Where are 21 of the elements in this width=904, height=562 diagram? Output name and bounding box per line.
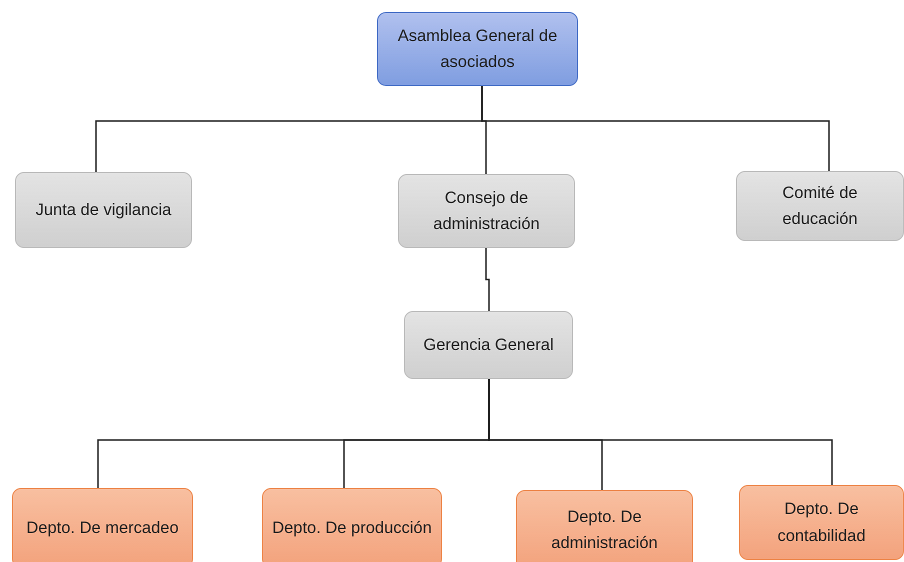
- connector-line: [485, 248, 490, 311]
- org-unit-box: [398, 174, 575, 248]
- org-unit-box: [262, 488, 442, 562]
- unit-name: Depto. De administración: [550, 506, 659, 554]
- unit-name: Depto. De contabilidad: [776, 499, 867, 546]
- unit-name: Depto. De producción: [272, 518, 432, 539]
- org-unit-box: [736, 171, 904, 241]
- unit-name: Asamblea General de asociados: [396, 26, 558, 73]
- org-unit-box: [12, 488, 193, 562]
- unit-name: Depto. De mercadeo: [26, 518, 179, 539]
- org-unit-box: [739, 485, 904, 560]
- unit-name: Comité de educación: [781, 182, 859, 230]
- connector-line: [481, 86, 830, 171]
- unit-name: Gerencia General: [423, 334, 554, 356]
- org-unit-box: [377, 12, 578, 86]
- org-unit-box: [516, 490, 693, 562]
- unit-name: Consejo de administración: [432, 188, 541, 235]
- org-unit-box: [15, 172, 192, 248]
- connector-line: [488, 379, 833, 485]
- org-unit-box: [404, 311, 573, 379]
- unit-name: Junta de vigilancia: [36, 200, 172, 221]
